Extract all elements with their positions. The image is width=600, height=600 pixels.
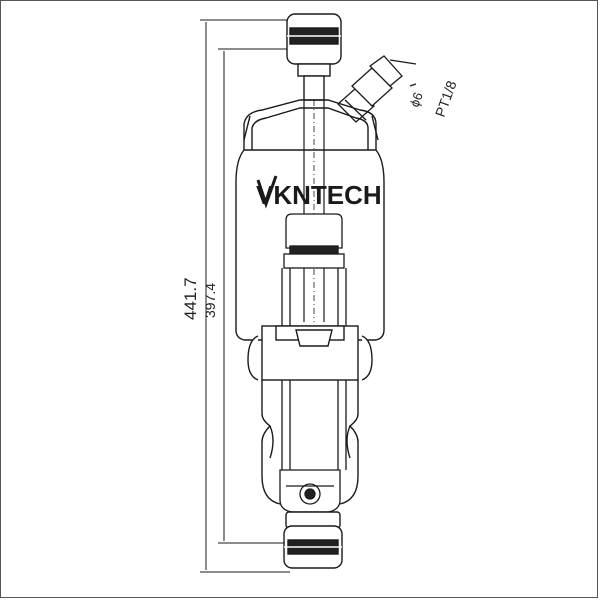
damper-top-housing: [281, 213, 347, 470]
eye-to-eye-label: 397.4: [202, 283, 218, 318]
port-diameter-label: ϕ6: [407, 90, 426, 109]
dimension-lines: [200, 19, 290, 573]
brand-v-mark: [256, 175, 278, 209]
air-fitting: [337, 55, 417, 123]
lower-piston-clamp: [244, 325, 376, 381]
lower-bellow: [261, 380, 359, 505]
bottom-mount: [279, 469, 341, 513]
bottom-eye-bushing: [283, 511, 343, 569]
top-eye-bushing: [286, 13, 342, 101]
air-bellow-body: [235, 149, 385, 341]
piston-rod: [303, 100, 325, 322]
brand-name: VKNTECH: [256, 180, 382, 210]
overall-length-label: 441.7: [181, 277, 200, 320]
port-thread-label: PT1/8: [432, 78, 460, 119]
brand-logo: VKNTECH: [256, 175, 382, 210]
